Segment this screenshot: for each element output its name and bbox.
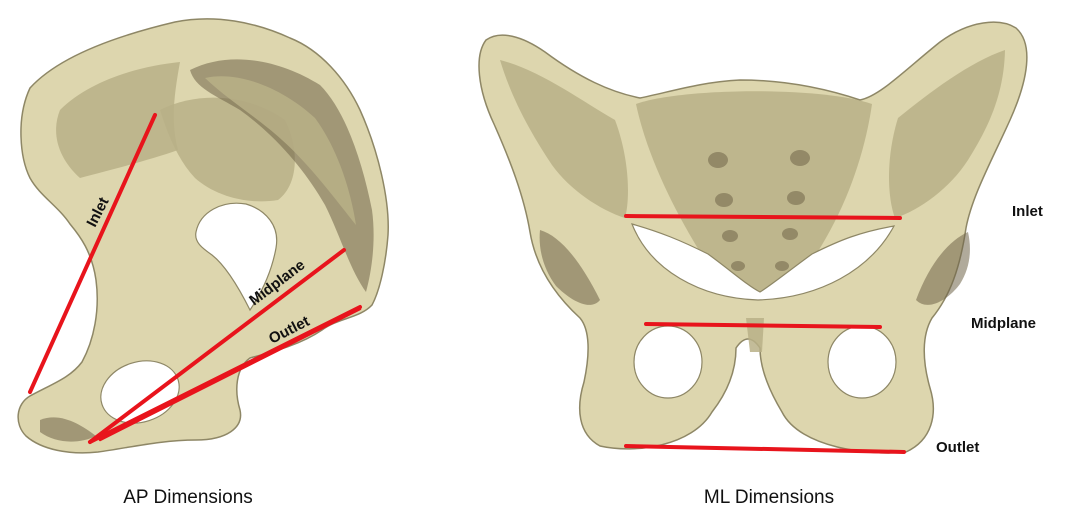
ml-outlet-label: Outlet (936, 439, 979, 456)
ml-pelvis-bone (479, 22, 1027, 453)
ml-caption: ML Dimensions (704, 487, 834, 508)
left-obturator-foramen (634, 326, 702, 398)
ml-inlet-line (626, 216, 900, 218)
ml-inlet-label: Inlet (1012, 203, 1043, 220)
ap-caption: AP Dimensions (123, 487, 253, 508)
right-obturator-foramen (828, 326, 896, 398)
ap-panel: Inlet Midplane Outlet AP Dimensions (18, 19, 388, 508)
ml-midplane-label: Midplane (971, 315, 1036, 332)
ml-panel: Inlet Midplane Outlet ML Dimensions (479, 22, 1043, 508)
